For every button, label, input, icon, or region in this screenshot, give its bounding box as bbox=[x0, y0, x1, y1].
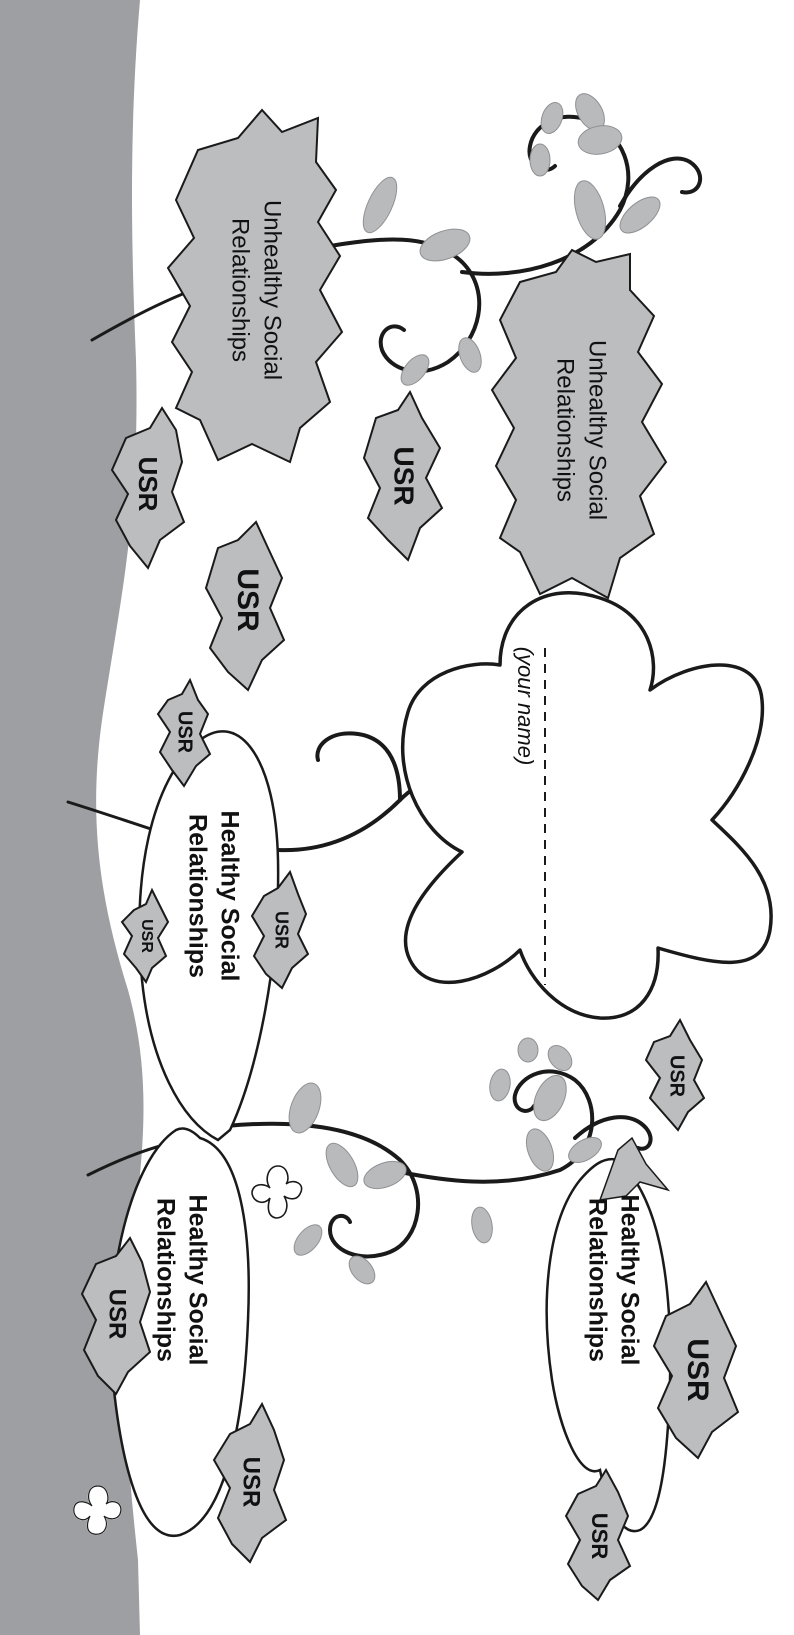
unhealthy-top-line1: Unhealthy Social bbox=[259, 200, 286, 380]
usr-label-1: USR bbox=[133, 457, 163, 512]
cloud-usr-3 bbox=[362, 389, 444, 562]
vine-bottom-curl bbox=[573, 1115, 653, 1151]
leaves bbox=[288, 93, 661, 1285]
vine-top-curl bbox=[618, 156, 703, 208]
healthy-bottom-line2: Relationships bbox=[151, 1198, 179, 1362]
usr-label-10: USR bbox=[681, 1338, 714, 1402]
usr-label-7: USR bbox=[666, 1055, 688, 1098]
vine-top bbox=[328, 237, 482, 374]
cloud-usr-5 bbox=[120, 887, 170, 985]
usr-label-4: USR bbox=[174, 711, 196, 754]
healthy-right-line1: Healthy Social bbox=[615, 1195, 643, 1366]
name-flower bbox=[400, 591, 773, 1020]
cloud-usr-9 bbox=[212, 1401, 288, 1564]
usr-label-8: USR bbox=[104, 1289, 131, 1340]
cloud-usr-11 bbox=[564, 1468, 632, 1602]
ground-strip bbox=[0, 0, 144, 1635]
cloud-usr-4 bbox=[156, 677, 212, 788]
unhealthy-right-line2: Relationships bbox=[552, 358, 579, 502]
usr-label-2: USR bbox=[231, 568, 264, 632]
cloud-usr-1 bbox=[110, 406, 186, 570]
cloud-usr-6 bbox=[250, 869, 310, 990]
small-flower-ground bbox=[73, 1485, 122, 1536]
unhealthy-right-line1: Unhealthy Social bbox=[584, 340, 611, 520]
cloud-usr-2 bbox=[204, 520, 286, 692]
vine-bottom bbox=[224, 1121, 421, 1259]
healthy-middle-line1: Healthy Social bbox=[215, 811, 243, 982]
cloud-usr-8 bbox=[80, 1236, 152, 1396]
usr-label-5: USR bbox=[138, 919, 155, 953]
your-name-label: (your name) bbox=[513, 647, 538, 766]
usr-label-9: USR bbox=[238, 1457, 265, 1508]
vine-bottom-branch bbox=[398, 1069, 595, 1184]
usr-label-3: USR bbox=[389, 446, 420, 505]
healthy-right-line2: Relationships bbox=[583, 1198, 611, 1362]
balloon-healthy-right-cap bbox=[598, 1136, 671, 1201]
healthy-bottom-line1: Healthy Social bbox=[183, 1195, 211, 1366]
small-flower-vine bbox=[251, 1165, 303, 1219]
vine-middle-curl bbox=[315, 731, 402, 802]
cloud-unhealthy-right bbox=[490, 248, 668, 600]
cloud-usr-10 bbox=[652, 1280, 740, 1460]
unhealthy-top-line2: Relationships bbox=[227, 218, 254, 362]
cloud-usr-7 bbox=[644, 1017, 706, 1132]
usr-label-6: USR bbox=[271, 911, 291, 949]
cloud-unhealthy-top bbox=[166, 108, 344, 464]
healthy-middle-line2: Relationships bbox=[183, 814, 211, 978]
balloon-healthy-bottom bbox=[109, 1127, 250, 1538]
usr-label-11: USR bbox=[587, 1513, 612, 1560]
